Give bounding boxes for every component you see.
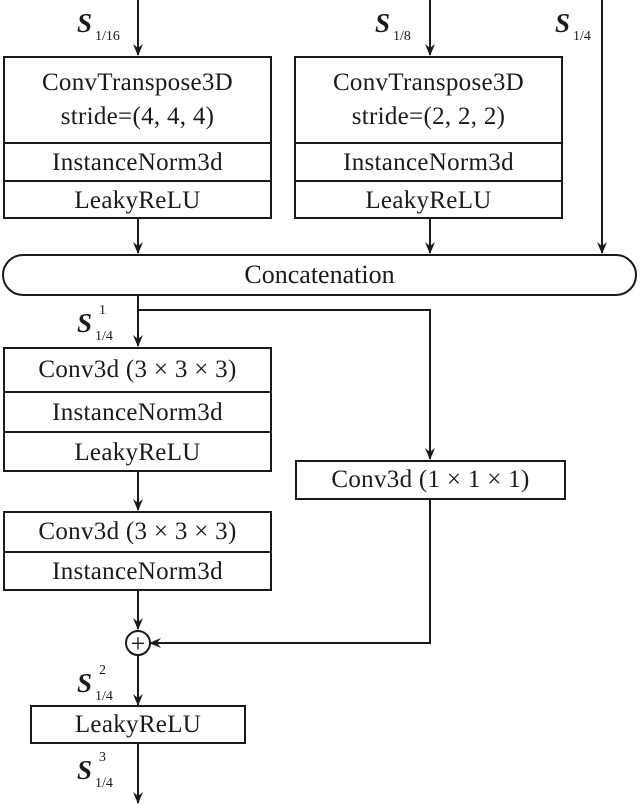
- block1-instancenorm-label: InstanceNorm3d: [5, 391, 270, 433]
- shortcut-path-top: [138, 309, 435, 460]
- block2-conv-label: Conv3d (3 × 3 × 3): [38, 518, 237, 545]
- shortcut-path-bottom: [149, 500, 431, 648]
- left-convtranspose-label: ConvTranspose3D: [41, 69, 234, 96]
- conv-block-2: Conv3d (3 × 3 × 3) InstanceNorm3d: [3, 511, 272, 591]
- shortcut-conv-block: Conv3d (1 × 1 × 1): [295, 460, 566, 500]
- left-upsample-block: ConvTranspose3D stride=(4, 4, 4) Instanc…: [3, 56, 272, 219]
- final-leakyrelu-label: LeakyReLU: [74, 710, 202, 738]
- block2-instancenorm-label: InstanceNorm3d: [5, 551, 270, 591]
- feature-s3-label: S 3 1/4: [77, 750, 113, 791]
- left-instancenorm-label: InstanceNorm3d: [5, 142, 270, 182]
- add-symbol: +: [131, 629, 146, 658]
- input-s4-label: S 1/4: [555, 8, 591, 44]
- mid-stride-label: stride=(2, 2, 2): [351, 103, 506, 130]
- final-leakyrelu-block: LeakyReLU: [30, 705, 246, 744]
- input-s8-label: S 1/8: [375, 8, 411, 44]
- feature-s2-label: S 2 1/4: [77, 663, 113, 704]
- shortcut-conv-label: Conv3d (1 × 1 × 1): [331, 466, 530, 493]
- left-leakyrelu-label: LeakyReLU: [5, 180, 270, 219]
- mid-convtranspose-cell: ConvTranspose3D stride=(2, 2, 2): [296, 58, 561, 142]
- add-node: [125, 630, 151, 656]
- mid-instancenorm-label: InstanceNorm3d: [296, 142, 561, 182]
- left-convtranspose-cell: ConvTranspose3D stride=(4, 4, 4): [5, 58, 270, 142]
- block1-leakyrelu-label: LeakyReLU: [5, 431, 270, 472]
- feature-s1-label: S 1 1/4: [77, 303, 113, 344]
- input-s16-label: S 1/16: [77, 8, 120, 44]
- conv-block-1: Conv3d (3 × 3 × 3) InstanceNorm3d LeakyR…: [3, 347, 272, 472]
- block1-conv-label: Conv3d (3 × 3 × 3): [38, 356, 237, 383]
- mid-convtranspose-label: ConvTranspose3D: [332, 69, 525, 96]
- mid-leakyrelu-label: LeakyReLU: [296, 180, 561, 219]
- mid-upsample-block: ConvTranspose3D stride=(2, 2, 2) Instanc…: [294, 56, 563, 219]
- concatenation-block: Concatenation: [2, 254, 637, 296]
- left-stride-label: stride=(4, 4, 4): [60, 103, 215, 130]
